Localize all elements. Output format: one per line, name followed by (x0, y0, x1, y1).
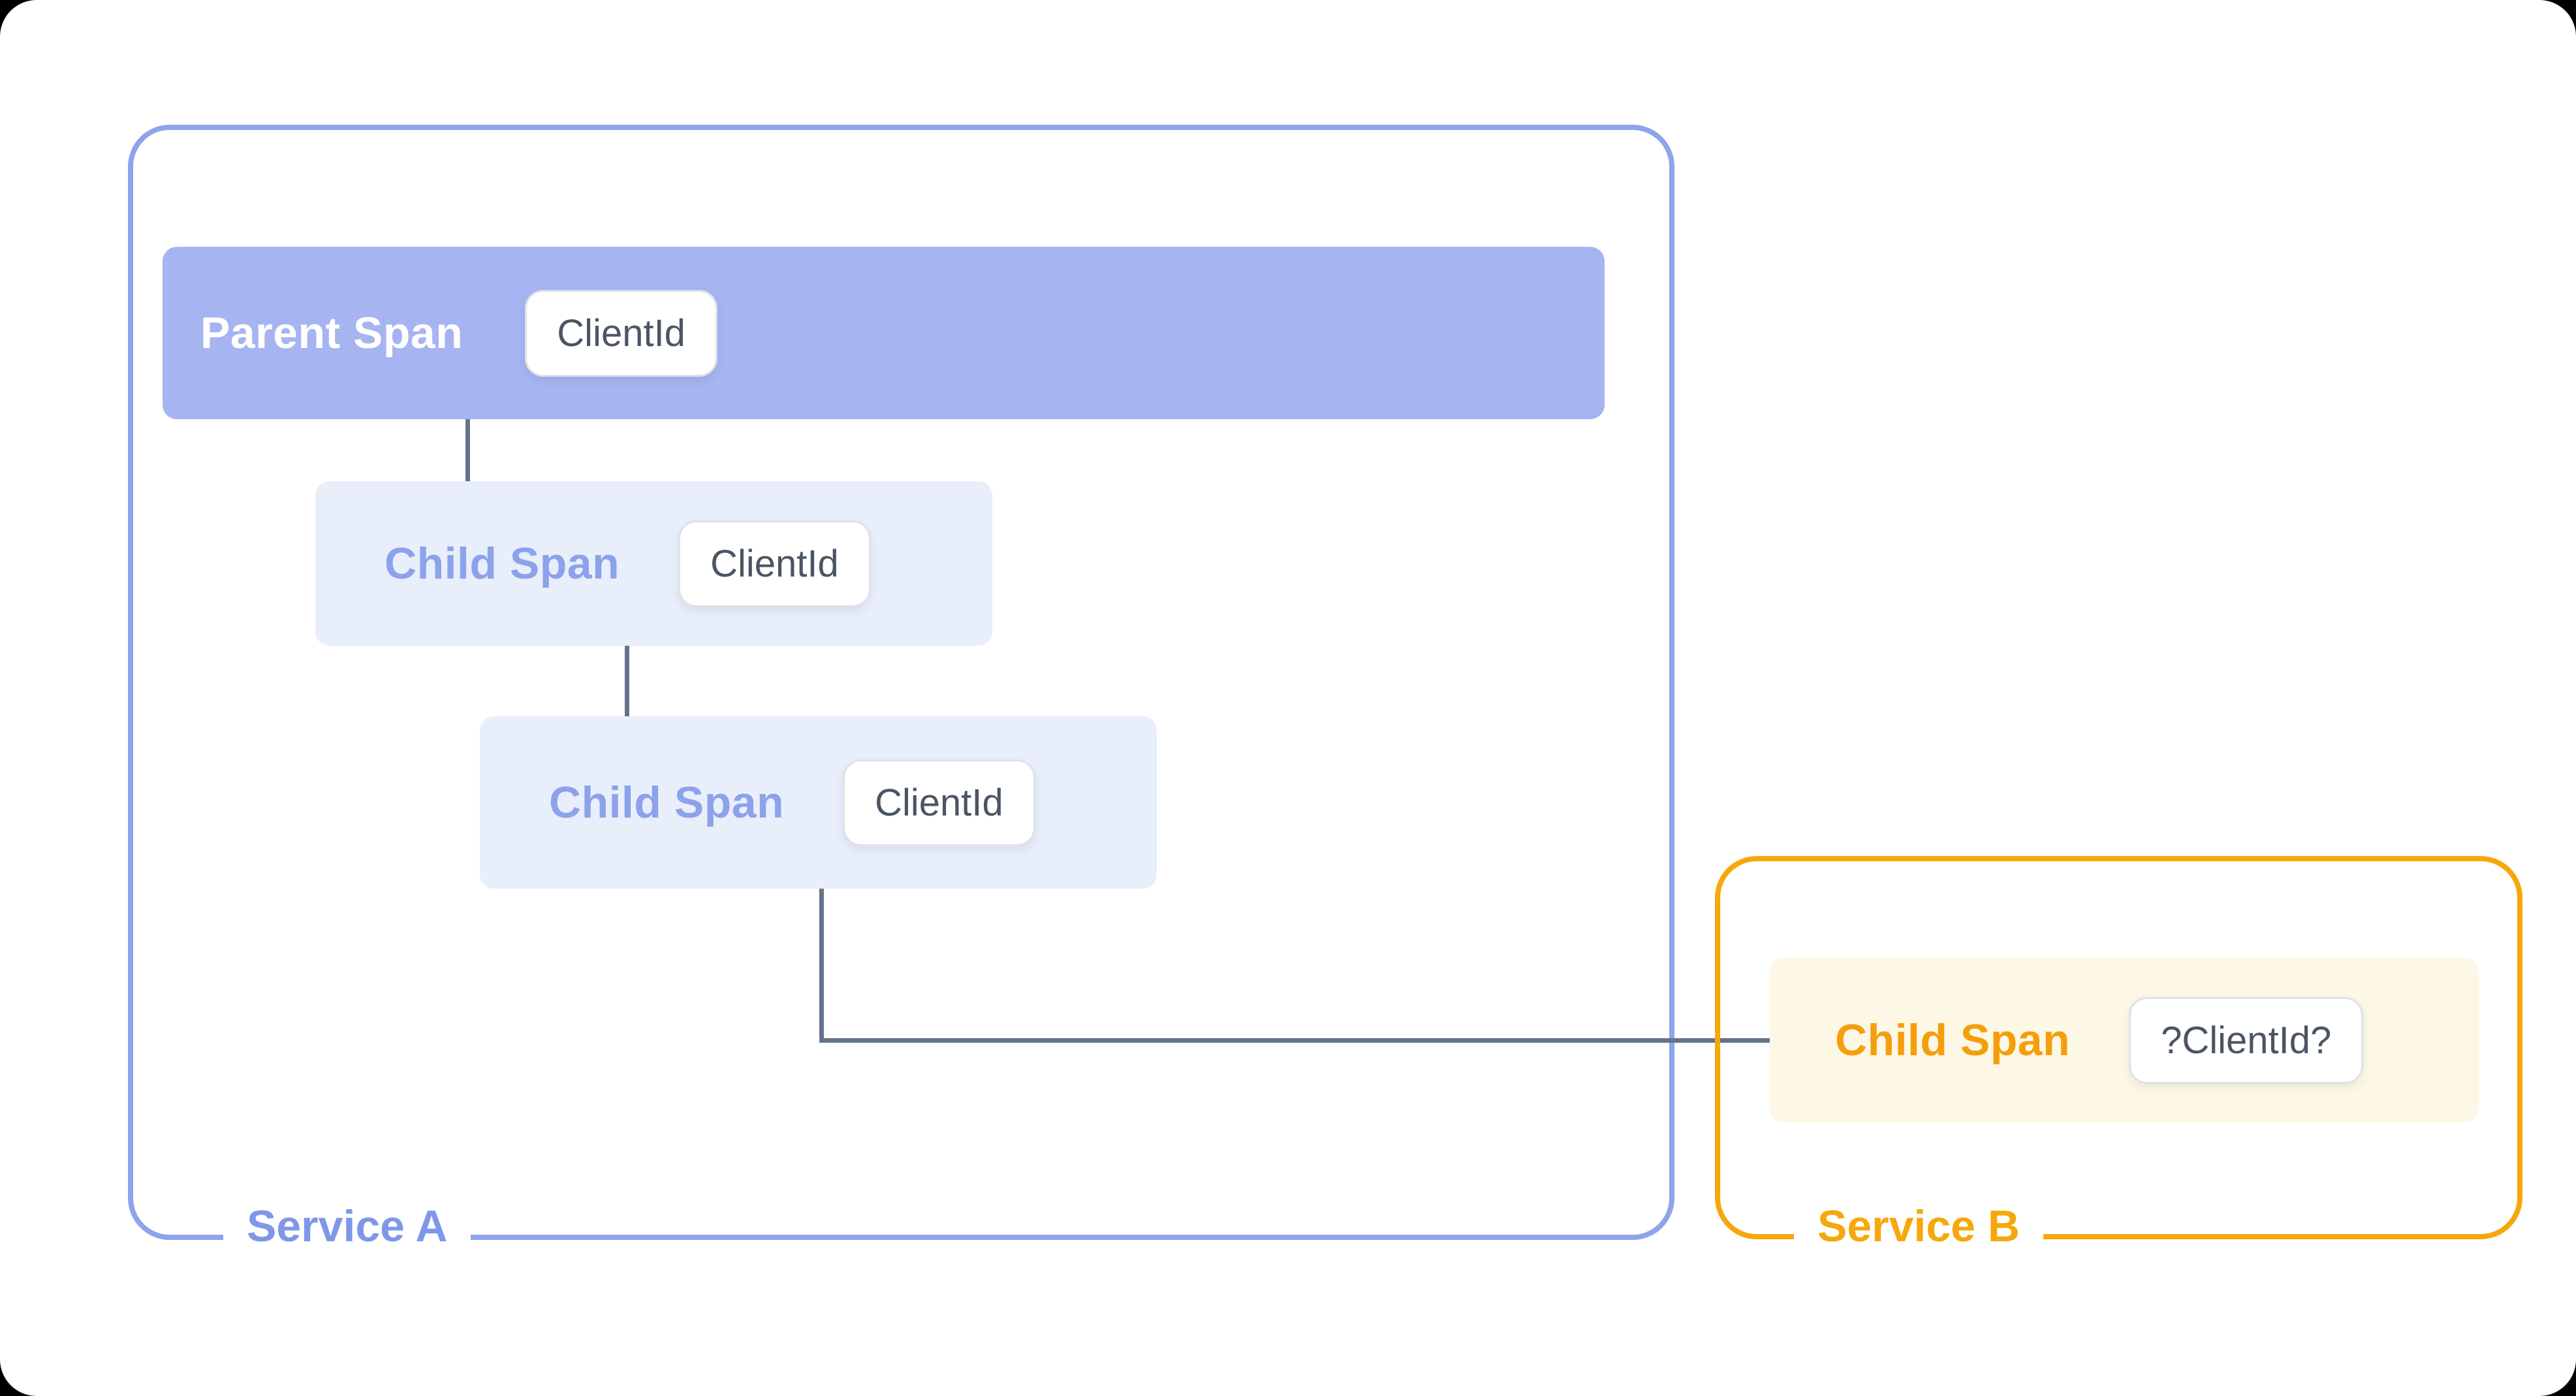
connector-child2-to-serviceb-horizontal (819, 1038, 1771, 1043)
child-span-2-bar: Child Span ClientId (480, 716, 1157, 889)
parent-span-label: Parent Span (200, 308, 463, 358)
parent-span-bar: Parent Span ClientId (163, 247, 1605, 419)
child-span-2-label: Child Span (549, 778, 785, 827)
connector-child1-to-child2 (625, 646, 629, 718)
service-b-child-span-label: Child Span (1835, 1015, 2071, 1065)
service-a-label: Service A (223, 1200, 471, 1252)
service-b-child-span-bar: Child Span ?ClientId? (1770, 958, 2479, 1122)
service-b-container (1715, 856, 2522, 1239)
connector-parent-to-child1 (465, 419, 470, 483)
parent-span-clientid-badge: ClientId (525, 289, 717, 377)
connector-child2-to-serviceb-vertical (819, 889, 824, 1043)
child-span-2-clientid-badge: ClientId (843, 759, 1035, 846)
child-span-1-bar: Child Span ClientId (315, 481, 992, 646)
service-b-label: Service B (1794, 1200, 2043, 1252)
service-a-container (128, 125, 1674, 1240)
service-b-clientid-badge: ?ClientId? (2129, 996, 2364, 1084)
child-span-1-label: Child Span (385, 539, 620, 588)
child-span-1-clientid-badge: ClientId (678, 520, 871, 607)
